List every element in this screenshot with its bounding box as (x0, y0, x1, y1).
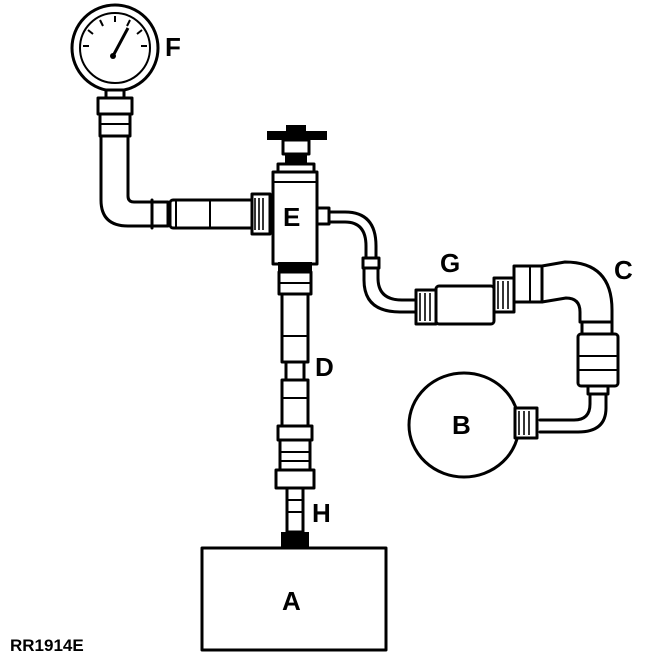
pressure-gauge (70, 3, 160, 138)
reference-code: RR1914E (10, 636, 84, 655)
label-h: H (312, 498, 331, 528)
reservoir-sphere (407, 371, 539, 479)
inline-coupling (414, 276, 516, 326)
label-b: B (452, 410, 471, 440)
adapter-fitting (281, 486, 309, 548)
label-d: D (315, 352, 334, 382)
label-f: F (165, 32, 181, 62)
elbow-hose (512, 260, 620, 434)
component-box (200, 546, 388, 652)
vertical-hose (274, 270, 316, 490)
label-e: E (283, 202, 300, 232)
hose-to-coupling (327, 210, 420, 314)
gauge-hose (99, 134, 272, 236)
label-c: C (614, 255, 633, 285)
label-a: A (282, 586, 301, 616)
tee-valve-block (267, 125, 331, 272)
label-g: G (440, 248, 460, 278)
gauge-needle (111, 27, 130, 57)
